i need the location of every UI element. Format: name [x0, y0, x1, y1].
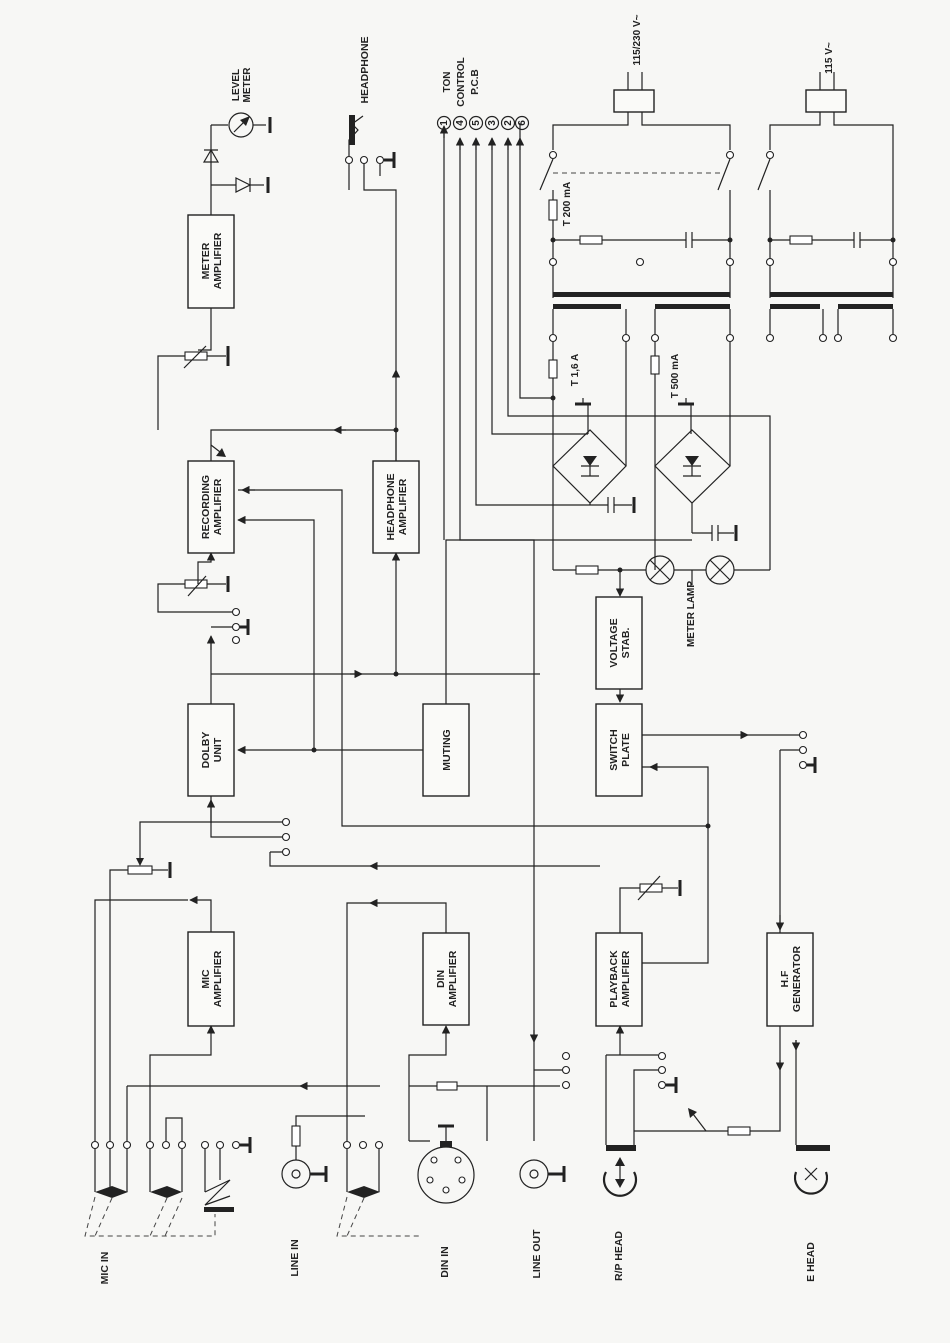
recording-amplifier-label-1: RECORDING — [200, 475, 212, 539]
svg-text:MICAMPLIFIER: MICAMPLIFIER — [200, 950, 224, 1007]
din-in-connectors — [336, 1124, 475, 1237]
connector-number-5: 5 — [471, 120, 482, 126]
ton-control-label-2: CONTROL — [456, 57, 467, 106]
mic-amplifier-label-2: AMPLIFIER — [212, 950, 224, 1007]
e-head-label: E HEAD — [805, 1242, 817, 1282]
hf-generator-block: H.FGENERATOR — [766, 932, 814, 1027]
signal-wiring — [94, 112, 711, 1142]
muting-block: MUTING — [422, 703, 470, 797]
meter-amplifier-block: METERAMPLIFIER — [187, 214, 235, 309]
mains-label-2: 115 V~ — [824, 42, 835, 74]
level-meter-label-2: METER — [242, 67, 253, 103]
rp-head — [602, 1145, 638, 1197]
power-supply — [439, 72, 898, 597]
line-out-label: LINE OUT — [531, 1229, 543, 1279]
connector-number-1: 1 — [439, 120, 450, 126]
recording-amplifier-block: RECORDINGAMPLIFIER — [187, 460, 235, 554]
playback-amplifier-label-2: AMPLIFIER — [620, 950, 632, 1007]
dolby-unit-label-2: UNIT — [212, 737, 224, 762]
line-in-label: LINE IN — [289, 1239, 301, 1276]
connector-number-2: 2 — [503, 120, 514, 126]
switch-plate-label-1: SWITCH — [608, 729, 620, 770]
voltage-stab-block: VOLTAGESTAB. — [595, 596, 643, 690]
meter-amplifier-label-2: AMPLIFIER — [212, 232, 224, 289]
erase-head — [793, 1145, 830, 1195]
playback-amplifier-label-1: PLAYBACK — [608, 950, 620, 1008]
level-meter-label: LEVELMETER — [231, 67, 253, 103]
connector-number-6: 6 — [517, 120, 528, 126]
mic-in-connectors — [84, 1137, 252, 1237]
hf-generator-label-2: GENERATOR — [791, 946, 803, 1013]
meter-lamp-label: METER LAMP — [686, 581, 697, 647]
line-in-connector — [281, 1115, 365, 1189]
din-amplifier-label-2: AMPLIFIER — [447, 950, 459, 1007]
din-in-label: DIN IN — [439, 1246, 451, 1278]
svg-text:DOLBYUNIT: DOLBYUNIT — [200, 732, 224, 769]
muting-label: MUTING — [441, 729, 453, 770]
switch-plate-block: SWITCHPLATE — [595, 703, 643, 797]
svg-text:SWITCHPLATE: SWITCHPLATE — [608, 729, 632, 770]
headphone-label: HEADPHONE — [359, 36, 371, 103]
svg-text:VOLTAGESTAB.: VOLTAGESTAB. — [608, 618, 632, 667]
din-amplifier-label-1: DIN — [435, 970, 447, 988]
svg-text:METERAMPLIFIER: METERAMPLIFIER — [200, 232, 224, 289]
voltage-stab-label-2: STAB. — [620, 628, 632, 659]
dolby-unit-block: DOLBYUNIT — [187, 703, 235, 797]
ton-control-label-1: TON — [442, 72, 453, 93]
svg-text:HEADPHONEAMPLIFIER: HEADPHONEAMPLIFIER — [385, 473, 409, 540]
din-amplifier-block: DINAMPLIFIER — [422, 932, 470, 1026]
mic-amplifier-block: MICAMPLIFIER — [187, 931, 235, 1027]
headphone-amplifier-block: HEADPHONEAMPLIFIER — [372, 460, 420, 554]
svg-text:DINAMPLIFIER: DINAMPLIFIER — [435, 950, 459, 1007]
switch-plate-label-2: PLATE — [620, 733, 632, 767]
mic-in-label: MIC IN — [99, 1252, 111, 1285]
svg-text:PLAYBACKAMPLIFIER: PLAYBACKAMPLIFIER — [608, 950, 632, 1008]
svg-text:RECORDINGAMPLIFIER: RECORDINGAMPLIFIER — [200, 475, 224, 539]
mains-label-1: 115/230 V~ — [632, 14, 643, 65]
fuse-t16-label: T 1,6 A — [570, 354, 581, 386]
hf-generator-label-1: H.F — [779, 970, 791, 988]
svg-text:MUTING: MUTING — [441, 729, 453, 770]
dolby-unit-label-1: DOLBY — [200, 732, 212, 769]
line-out-connector — [519, 1159, 566, 1189]
svg-text:H.FGENERATOR: H.FGENERATOR — [779, 946, 803, 1013]
playback-amplifier-block: PLAYBACKAMPLIFIER — [595, 932, 643, 1027]
connector-number-4: 4 — [455, 120, 466, 126]
voltage-stab-label-1: VOLTAGE — [608, 618, 620, 667]
playback-wiring — [534, 689, 817, 1145]
fuse-t500-label: T 500 mA — [670, 354, 681, 398]
meter-amplifier-label-1: METER — [200, 242, 212, 279]
rp-head-label: R/P HEAD — [613, 1231, 625, 1281]
level-meter-label-1: LEVEL — [231, 69, 242, 101]
headphone-amplifier-label-1: HEADPHONE — [385, 473, 397, 540]
connector-number-3: 3 — [487, 120, 498, 126]
recording-amplifier-label-2: AMPLIFIER — [212, 478, 224, 535]
ton-control-label-3: P.C.B — [470, 69, 481, 94]
mic-amplifier-label-1: MIC — [200, 969, 212, 989]
fuse-t200-label: T 200 mA — [562, 182, 573, 226]
ton-control-connectors: 1 4 5 3 2 6 — [436, 115, 530, 131]
headphone-amplifier-label-2: AMPLIFIER — [397, 478, 409, 535]
